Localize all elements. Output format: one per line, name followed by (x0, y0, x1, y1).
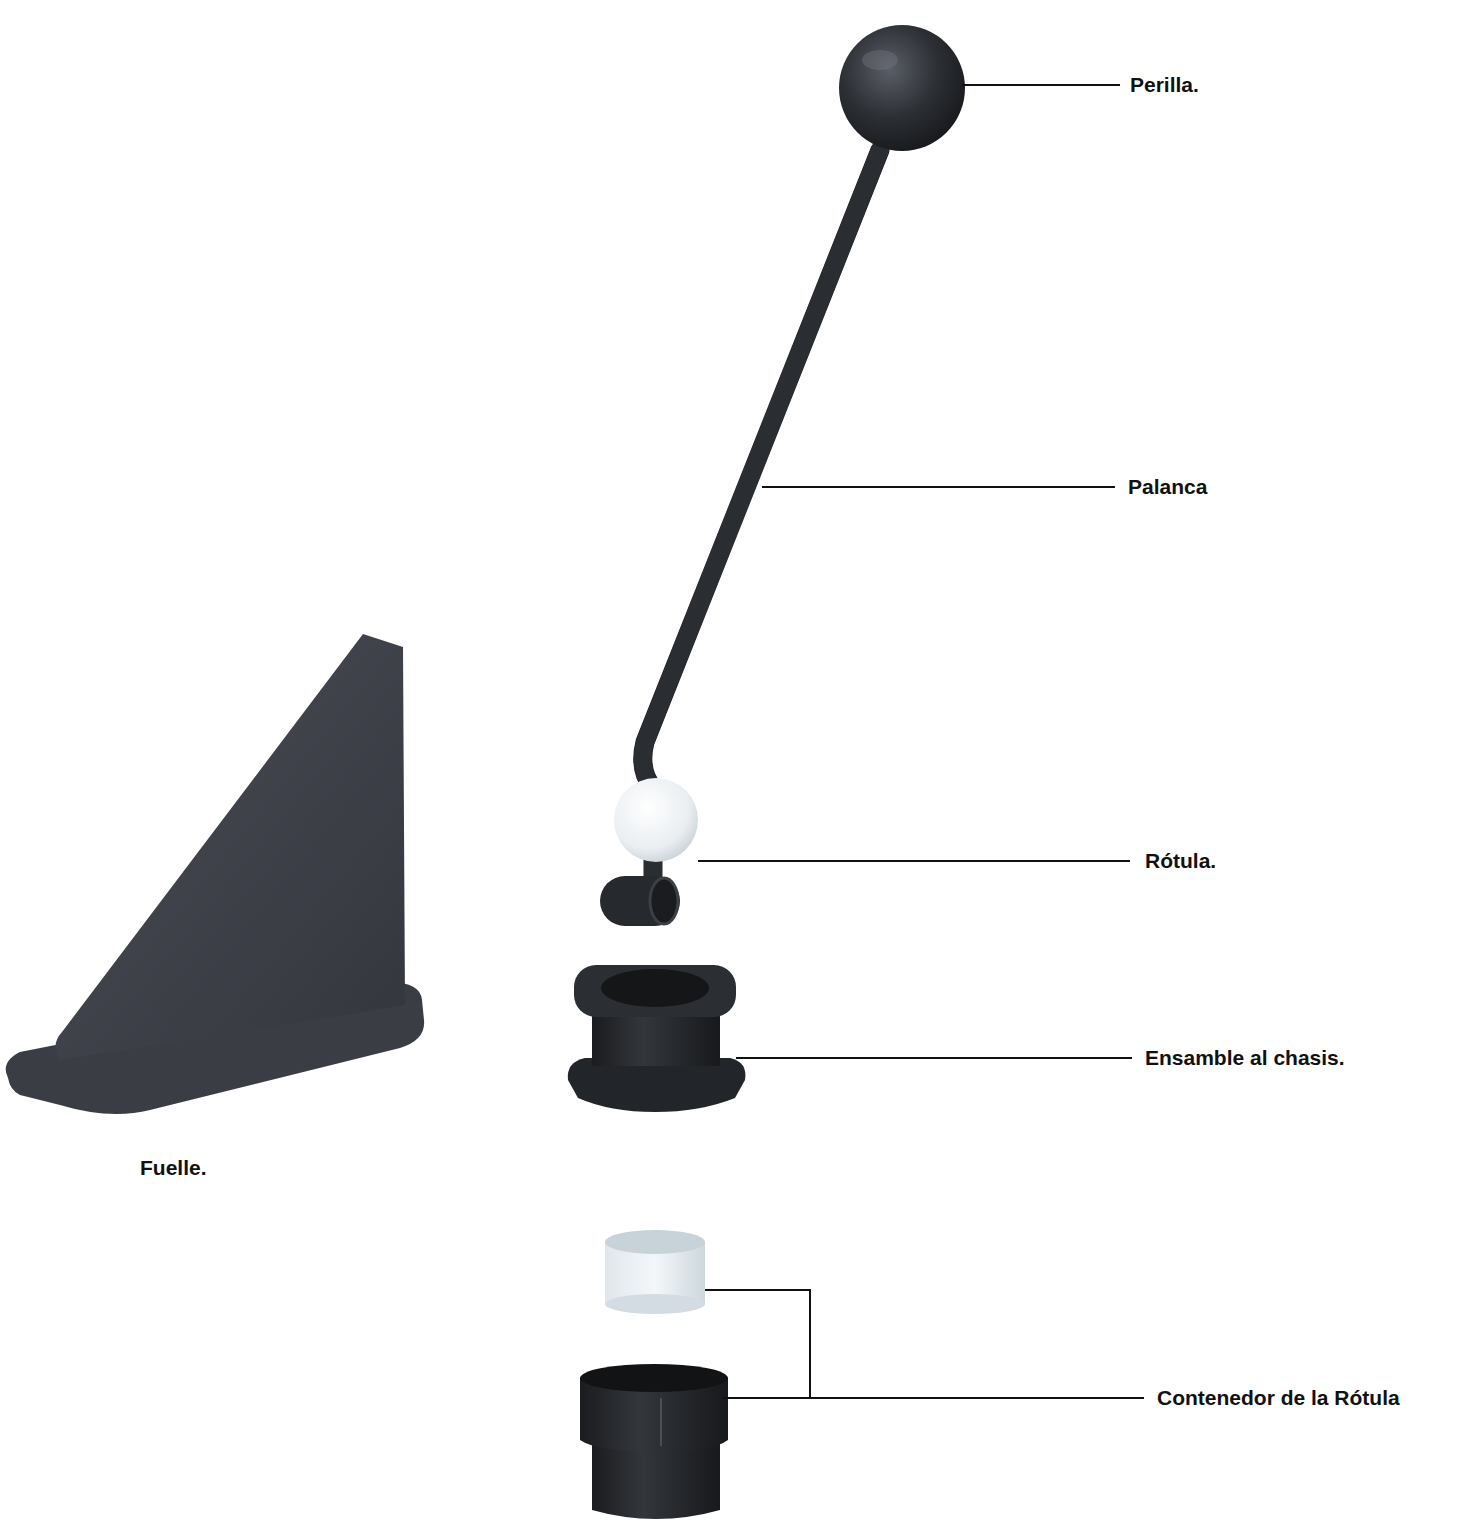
part-label: Perilla. (1130, 72, 1199, 97)
ball-joint (614, 778, 698, 862)
chassis-mount (568, 965, 746, 1112)
lever-rod-body (643, 150, 880, 890)
insert-top (605, 1230, 705, 1254)
part-label: Fuelle. (140, 1155, 207, 1180)
part-label: Contenedor de la Rótula (1157, 1385, 1400, 1410)
knob (839, 25, 965, 151)
mount-base (568, 1058, 746, 1112)
lever-rod (643, 150, 880, 890)
lever-eye-hole (650, 878, 678, 924)
lever-eye (600, 876, 680, 926)
leader-line (962, 84, 1120, 86)
leader-line (762, 486, 1115, 488)
socket-housing (580, 1364, 728, 1519)
knob-highlight (862, 50, 898, 70)
bracket-line (705, 1290, 810, 1398)
socket-insert (605, 1230, 705, 1314)
boot-figure (6, 634, 424, 1114)
mount-hole (601, 969, 709, 1007)
leader-line (722, 1397, 1144, 1399)
mount-flange (574, 965, 736, 1017)
part-label: Ensamble al chasis. (1145, 1045, 1345, 1070)
insert-bottom (605, 1294, 705, 1314)
leader-line (698, 860, 1130, 862)
housing-slot (660, 1398, 662, 1446)
leader-line (736, 1057, 1132, 1059)
part-label: Palanca (1128, 474, 1207, 499)
part-label: Rótula. (1145, 848, 1216, 873)
housing-opening (580, 1364, 728, 1392)
boot-body (55, 634, 405, 1060)
